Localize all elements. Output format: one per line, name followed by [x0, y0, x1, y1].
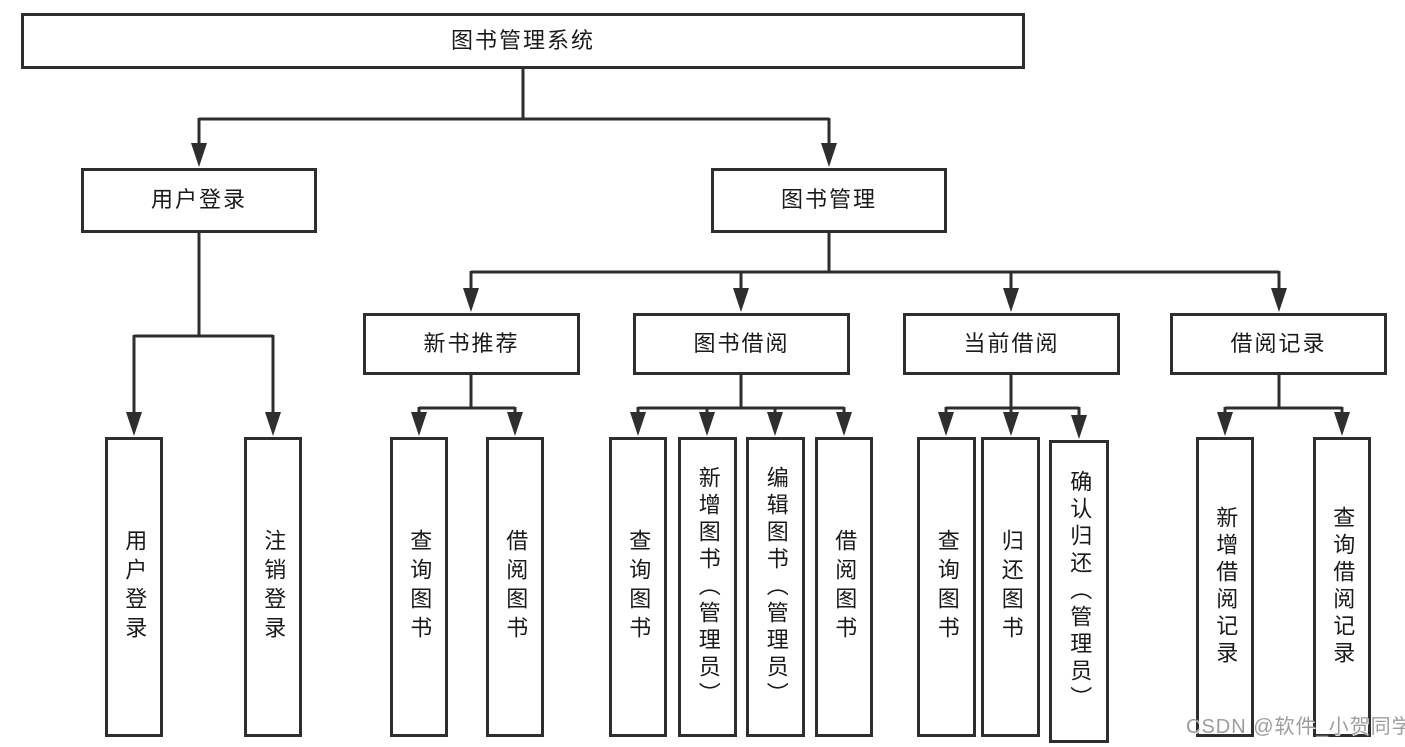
- leaf-nbr-query-books-label: 查询图书: [407, 529, 433, 645]
- leaf-br-add-record: 新增借阅记录: [1196, 437, 1254, 737]
- leaf-nbr-borrow-books: 借阅图书: [486, 437, 544, 737]
- leaf-bb-add-books-admin-label: 新增图书（管理员）: [695, 465, 721, 709]
- node-book-borrowing-label: 图书借阅: [693, 330, 790, 356]
- leaf-logout-label: 注销登录: [261, 529, 287, 645]
- leaf-bb-borrow-books: 借阅图书: [815, 437, 873, 737]
- node-user-login-label: 用户登录: [150, 187, 247, 213]
- leaf-bb-edit-books-admin-label: 编辑图书（管理员）: [763, 465, 789, 709]
- node-root: 图书管理系统: [21, 13, 1025, 69]
- node-current-borrowing: 当前借阅: [903, 313, 1120, 375]
- leaf-br-query-record-label: 查询借阅记录: [1330, 506, 1356, 668]
- node-current-borrowing-label: 当前借阅: [963, 330, 1060, 356]
- leaf-bb-query-books: 查询图书: [609, 437, 667, 737]
- leaf-bb-borrow-books-label: 借阅图书: [832, 529, 858, 645]
- leaf-bb-edit-books-admin: 编辑图书（管理员）: [746, 437, 805, 737]
- csdn-watermark: CSDN @软件_小贺同学: [1186, 716, 1405, 738]
- leaf-logout: 注销登录: [244, 437, 302, 737]
- leaf-nbr-query-books: 查询图书: [390, 437, 448, 737]
- node-new-book-recommend-label: 新书推荐: [423, 330, 520, 356]
- leaf-br-query-record: 查询借阅记录: [1313, 437, 1371, 737]
- node-borrowing-records: 借阅记录: [1170, 313, 1387, 375]
- node-root-label: 图书管理系统: [450, 27, 595, 53]
- leaf-cb-confirm-return-admin-label: 确认归还（管理员）: [1067, 470, 1093, 713]
- leaf-user-login: 用户登录: [105, 437, 163, 737]
- leaf-cb-confirm-return-admin: 确认归还（管理员）: [1049, 440, 1109, 743]
- arrowhead-icons: [126, 143, 1350, 439]
- leaf-cb-query-books-label: 查询图书: [934, 529, 960, 645]
- leaf-cb-return-books-label: 归还图书: [998, 529, 1024, 645]
- node-user-login: 用户登录: [81, 168, 317, 233]
- leaf-bb-add-books-admin: 新增图书（管理员）: [678, 437, 737, 737]
- node-borrowing-records-label: 借阅记录: [1230, 330, 1327, 356]
- leaf-nbr-borrow-books-label: 借阅图书: [503, 529, 529, 645]
- leaf-user-login-label: 用户登录: [122, 529, 148, 645]
- node-book-management-label: 图书管理: [780, 187, 877, 213]
- node-book-borrowing: 图书借阅: [633, 313, 850, 375]
- leaf-br-add-record-label: 新增借阅记录: [1213, 506, 1239, 668]
- node-book-management: 图书管理: [711, 168, 947, 233]
- leaf-cb-return-books: 归还图书: [981, 437, 1040, 737]
- leaf-bb-query-books-label: 查询图书: [626, 529, 652, 645]
- node-new-book-recommend: 新书推荐: [363, 313, 580, 375]
- leaf-cb-query-books: 查询图书: [917, 437, 976, 737]
